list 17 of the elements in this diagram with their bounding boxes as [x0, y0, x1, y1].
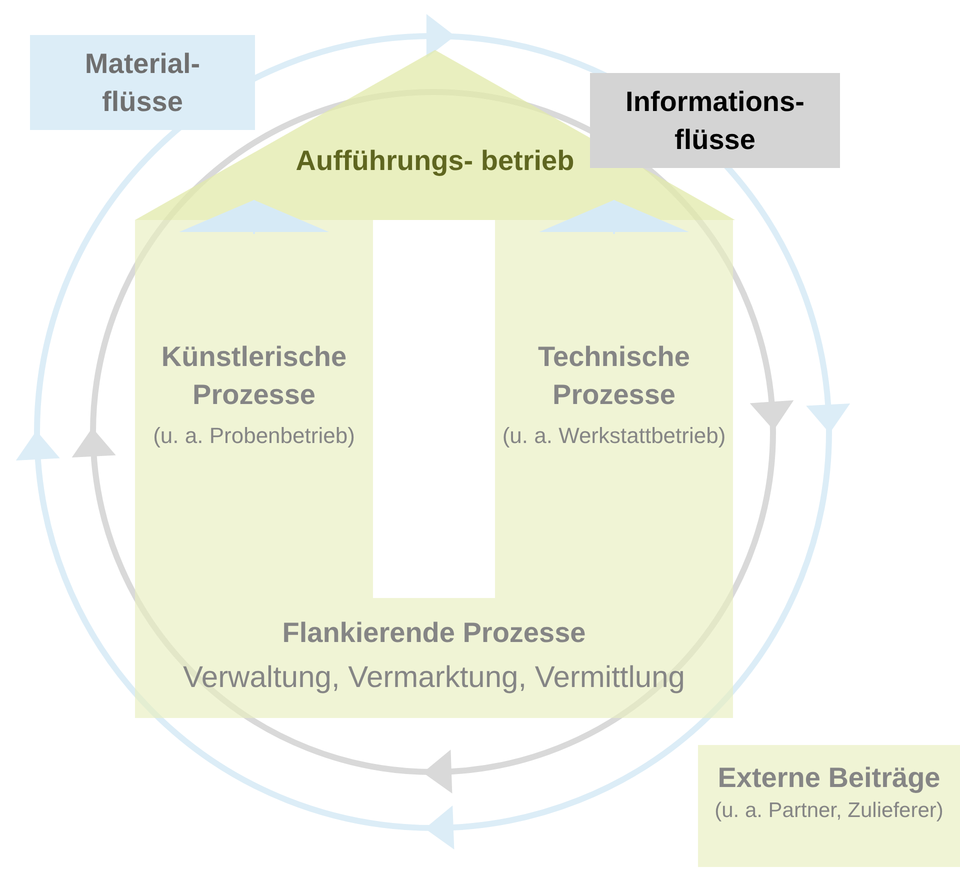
node-text: (u. a. Partner, Zulieferer) — [714, 798, 944, 824]
pillar-box — [495, 220, 733, 598]
arrow — [539, 200, 689, 234]
legend-label: Material- flüsse — [84, 47, 202, 119]
node-title: Externe Beiträge — [716, 761, 942, 795]
node-text: (u. a. Werkstattbetrieb) — [501, 422, 727, 450]
foundation-box — [135, 598, 733, 718]
node-text: (u. a. Probenbetrieb) — [152, 422, 356, 450]
external-box — [698, 745, 960, 867]
node-text: Verwaltung, Vermarktung, Vermittlung — [182, 660, 686, 696]
node-title: Aufführungs- betrieb — [294, 144, 576, 178]
pillar-box — [135, 220, 373, 598]
node-title: Flankierende Prozesse — [281, 616, 587, 650]
node-title: Künstlerische Prozesse — [160, 340, 348, 412]
node-title: Technische Prozesse — [537, 340, 691, 412]
arrow — [179, 200, 329, 234]
legend-label: Informations- flüsse — [624, 85, 806, 157]
